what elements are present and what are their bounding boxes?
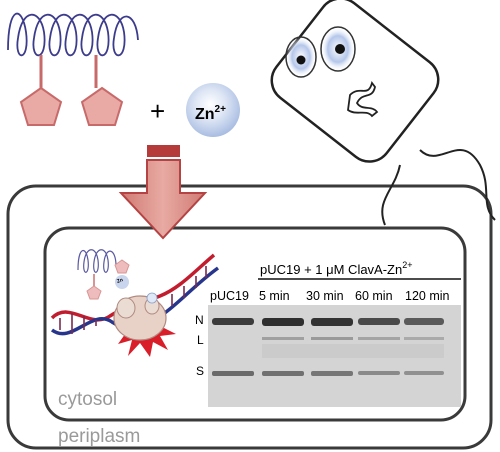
band-supercoiled-lane2 bbox=[262, 371, 304, 376]
zinc-label: Zn2+ bbox=[195, 101, 226, 124]
gel-image bbox=[208, 305, 461, 407]
band-linear-lane2 bbox=[262, 337, 304, 340]
band-nicked-lane1 bbox=[212, 318, 254, 325]
entry-arrow bbox=[118, 145, 208, 240]
zinc-symbol: Zn bbox=[195, 106, 215, 123]
lane-label-2: 5 min bbox=[259, 289, 290, 303]
band-linear-lane3 bbox=[311, 337, 353, 340]
band-supercoiled-lane4 bbox=[358, 371, 400, 375]
lane-label-3: 30 min bbox=[306, 289, 344, 303]
periplasm-box bbox=[6, 184, 493, 450]
band-supercoiled-lane1 bbox=[212, 371, 254, 376]
band-label-nicked: N bbox=[195, 313, 204, 327]
peptide-helix bbox=[7, 12, 139, 88]
zinc-ion-sphere bbox=[186, 83, 240, 137]
gel-header-main: pUC19 + 1 μM ClavA-Zn bbox=[260, 262, 403, 277]
band-supercoiled-lane5 bbox=[404, 371, 444, 375]
cytosol-label: cytosol bbox=[58, 389, 118, 410]
bacterium-cartoon bbox=[270, 0, 496, 226]
gel-header-sup: 2+ bbox=[402, 260, 413, 270]
periplasm-label: periplasm bbox=[58, 426, 141, 447]
band-nicked-lane5 bbox=[404, 318, 444, 325]
band-label-supercoiled: S bbox=[196, 364, 205, 378]
plus-sign: + bbox=[150, 96, 166, 126]
pupil-right bbox=[335, 44, 345, 54]
band-linear-lane5 bbox=[404, 337, 444, 340]
band-nicked-lane3 bbox=[311, 318, 353, 326]
bacterium-mouth bbox=[347, 80, 379, 118]
band-label-linear: L bbox=[197, 333, 204, 347]
band-nicked-lane4 bbox=[358, 318, 400, 325]
lane-label-5: 120 min bbox=[405, 289, 450, 303]
band-nicked-lane2 bbox=[262, 318, 304, 326]
pentagon-ring-right bbox=[80, 86, 124, 126]
lane-label-1: pUC19 bbox=[210, 289, 249, 303]
band-supercoiled-lane3 bbox=[311, 371, 353, 376]
zinc-charge: 2+ bbox=[214, 104, 226, 115]
lane-label-4: 60 min bbox=[355, 289, 393, 303]
cytosol-box bbox=[43, 226, 467, 422]
nuclease-complex bbox=[113, 292, 176, 357]
pupil-left bbox=[296, 55, 306, 65]
pentagon-ring-left bbox=[19, 86, 63, 126]
inset-peptide-icon bbox=[77, 249, 130, 300]
gel-header: pUC19 + 1 μM ClavA-Zn2+ bbox=[260, 257, 413, 278]
band-linear-lane4 bbox=[358, 337, 400, 340]
